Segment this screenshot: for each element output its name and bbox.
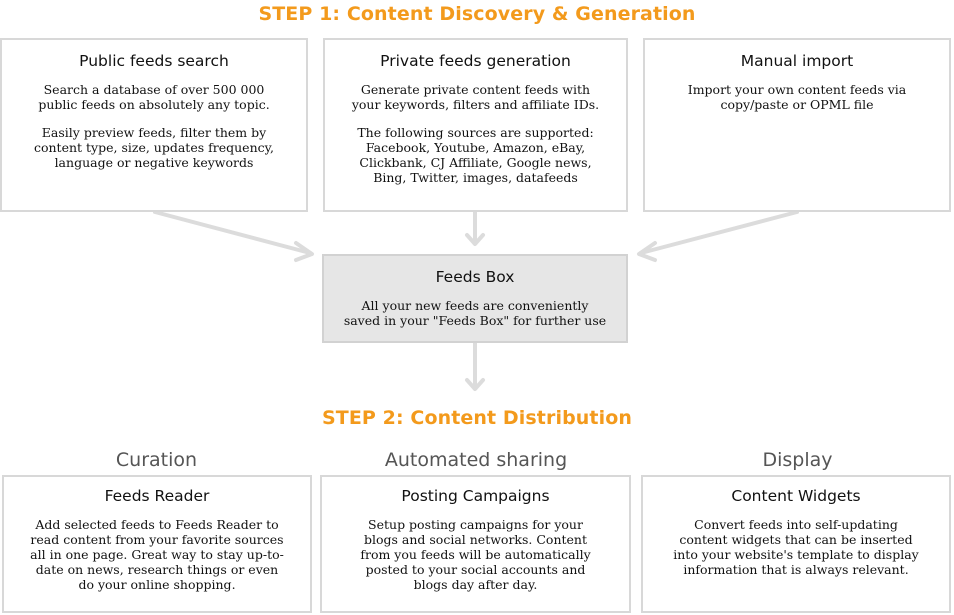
manual-import-text: Import your own content feeds via copy/p… — [687, 82, 907, 112]
feeds-box: Feeds Box All your new feeds are conveni… — [322, 254, 628, 343]
feeds-reader-box: Feeds Reader Add selected feeds to Feeds… — [2, 475, 312, 613]
arrow-manual-to-feedsbox — [639, 210, 799, 255]
arrowhead-manual — [637, 241, 657, 262]
content-widgets-title: Content Widgets — [731, 487, 861, 505]
public-feeds-search-title: Public feeds search — [79, 52, 229, 70]
arrowhead-step2 — [465, 378, 485, 391]
display-heading: Display — [762, 449, 833, 471]
posting-campaigns-text: Setup posting campaigns for your blogs a… — [360, 517, 591, 592]
private-feeds-generation-box: Private feeds generation Generate privat… — [323, 38, 628, 212]
arrowhead-private — [465, 233, 485, 246]
private-feeds-generation-title: Private feeds generation — [380, 52, 571, 70]
step1-title: STEP 1: Content Discovery & Generation — [258, 3, 696, 25]
posting-campaigns-box: Posting Campaigns Setup posting campaign… — [320, 475, 631, 613]
manual-import-title: Manual import — [740, 52, 854, 70]
feeds-box-text: All your new feeds are conveniently save… — [343, 298, 607, 328]
public-feeds-search-text-2: Easily preview feeds, filter them by con… — [33, 125, 274, 170]
content-widgets-box: Content Widgets Convert feeds into self-… — [641, 475, 951, 613]
step2-title: STEP 2: Content Distribution — [322, 407, 632, 429]
curation-heading: Curation — [115, 449, 198, 471]
arrowhead-public — [294, 241, 314, 262]
feeds-box-title: Feeds Box — [435, 268, 515, 286]
manual-import-box: Manual import Import your own content fe… — [643, 38, 951, 212]
private-feeds-generation-text-1: Generate private content feeds with your… — [351, 82, 600, 112]
feeds-reader-text: Add selected feeds to Feeds Reader to re… — [30, 517, 284, 592]
posting-campaigns-title: Posting Campaigns — [401, 487, 550, 505]
private-feeds-generation-text-2: The following sources are supported: Fac… — [357, 125, 594, 185]
feeds-reader-title: Feeds Reader — [104, 487, 210, 505]
public-feeds-search-text-1: Search a database of over 500 000 public… — [38, 82, 270, 112]
arrow-public-to-feedsbox — [153, 210, 312, 255]
public-feeds-search-box: Public feeds search Search a database of… — [0, 38, 308, 212]
content-widgets-text: Convert feeds into self-updating content… — [673, 517, 919, 577]
automated-sharing-heading: Automated sharing — [384, 449, 568, 471]
